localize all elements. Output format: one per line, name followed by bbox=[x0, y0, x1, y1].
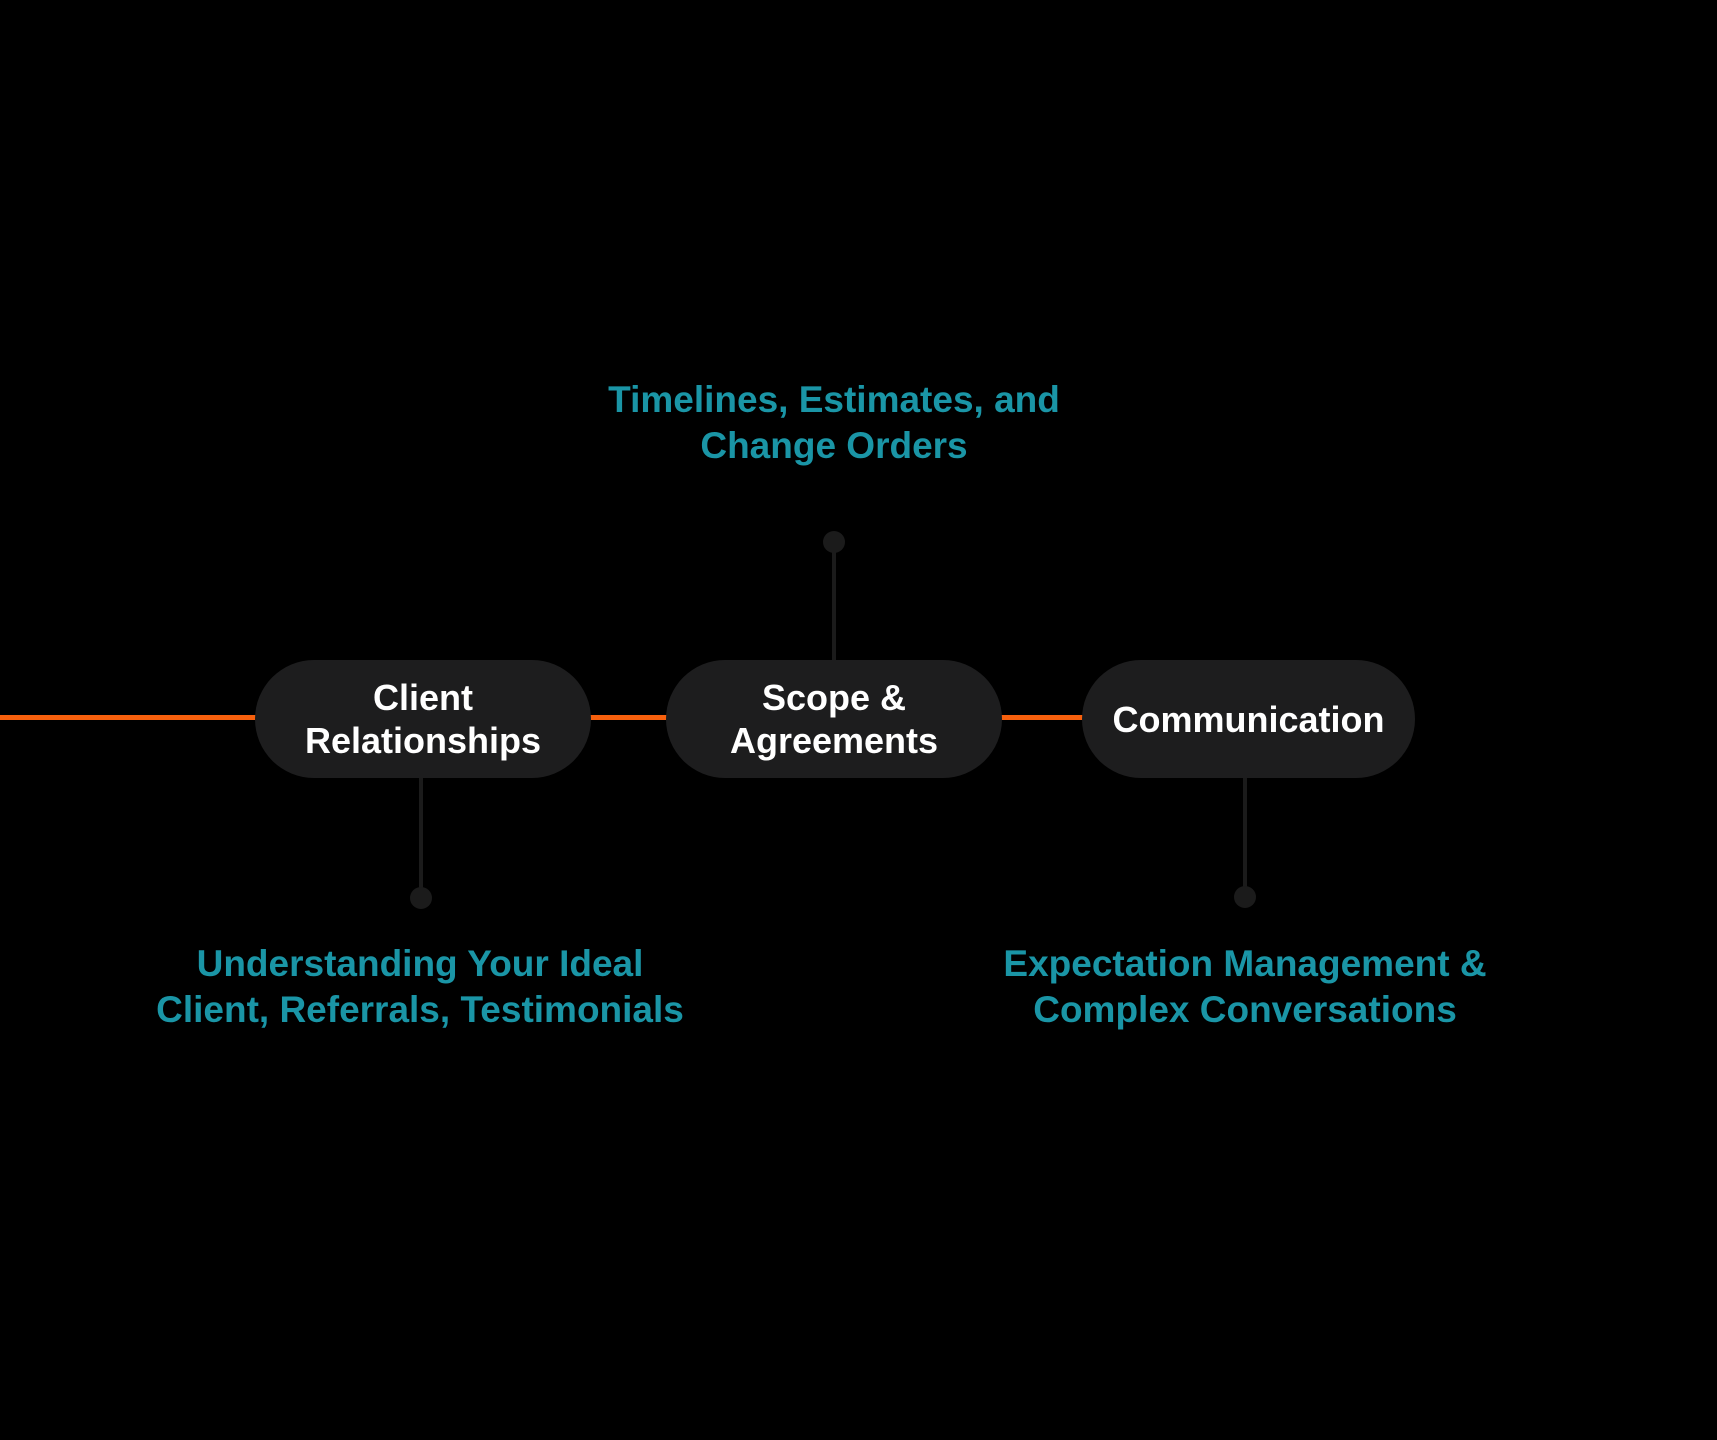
caption-scope-agreements: Timelines, Estimates, and Change Orders bbox=[484, 377, 1184, 469]
caption-line: Timelines, Estimates, and bbox=[608, 379, 1060, 420]
node-label-line: Client bbox=[372, 677, 473, 718]
caption-communication: Expectation Management & Complex Convers… bbox=[895, 941, 1595, 1033]
connector-stem-scope bbox=[832, 542, 836, 660]
connector-stem-communication bbox=[1243, 778, 1247, 897]
connector-dot-communication bbox=[1234, 886, 1256, 908]
connector-dot-client-relationships bbox=[410, 887, 432, 909]
node-client-relationships: Client Relationships bbox=[255, 660, 591, 778]
node-label-line: Communication bbox=[1112, 698, 1385, 740]
caption-client-relationships: Understanding Your Ideal Client, Referra… bbox=[70, 941, 770, 1033]
node-label: Client Relationships bbox=[305, 676, 541, 762]
node-label: Scope & Agreements bbox=[730, 676, 938, 762]
caption-line: Understanding Your Ideal bbox=[196, 943, 644, 984]
timeline-axis-line bbox=[0, 715, 1250, 720]
connector-stem-client-relationships bbox=[419, 778, 423, 898]
node-scope-agreements: Scope & Agreements bbox=[666, 660, 1002, 778]
caption-line: Client, Referrals, Testimonials bbox=[156, 989, 684, 1030]
node-label-line: Relationships bbox=[304, 720, 542, 761]
node-label-line: Agreements bbox=[729, 720, 939, 761]
node-communication: Communication bbox=[1082, 660, 1415, 778]
node-label-line: Scope & bbox=[761, 677, 907, 718]
caption-line: Expectation Management & bbox=[1003, 943, 1487, 984]
node-label: Communication bbox=[1112, 698, 1384, 741]
caption-line: Change Orders bbox=[700, 425, 968, 466]
caption-line: Complex Conversations bbox=[1033, 989, 1457, 1030]
